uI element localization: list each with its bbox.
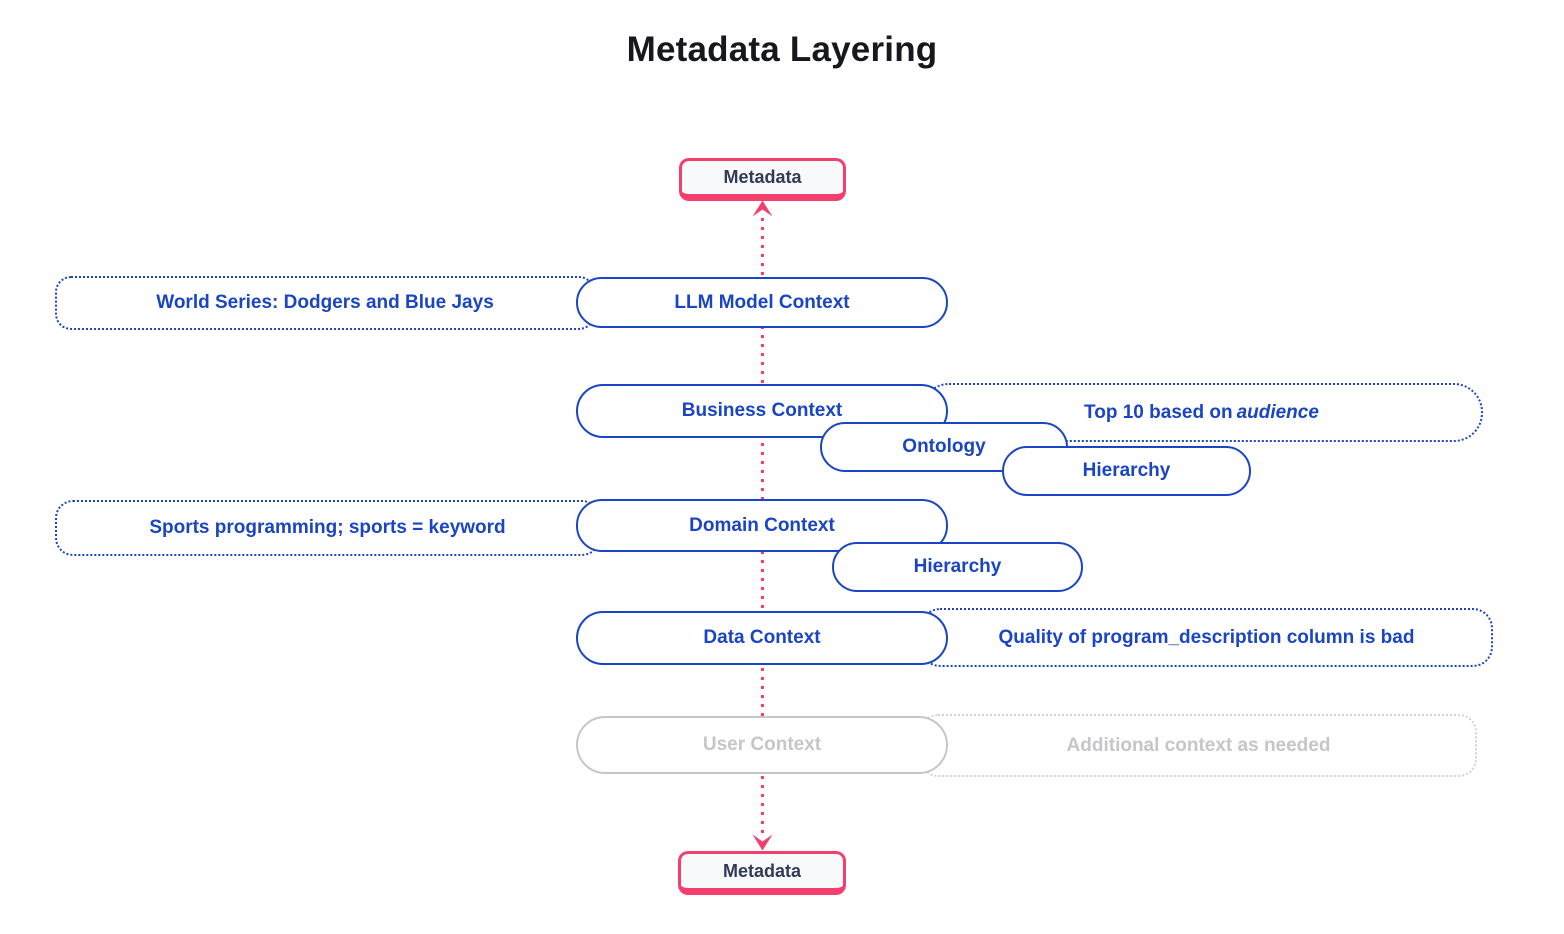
llm-model-context-label: LLM Model Context xyxy=(674,291,850,313)
annotation-audience-italic: audience xyxy=(1236,401,1319,423)
annotation-quality-label: Quality of program_description column is… xyxy=(998,626,1415,648)
annotation-world-series: World Series: Dodgers and Blue Jays xyxy=(55,276,595,330)
metadata-top-label: Metadata xyxy=(723,167,802,187)
hierarchy-domain-label: Hierarchy xyxy=(913,556,1002,577)
annotation-sports-label: Sports programming; sports = keyword xyxy=(149,517,506,538)
user-context-label: User Context xyxy=(702,734,822,755)
annotation-additional-context: Additional context as needed xyxy=(920,714,1477,777)
business-context-label: Business Context xyxy=(681,400,843,421)
domain-context-label: Domain Context xyxy=(689,514,835,536)
page-title: Metadata Layering xyxy=(626,30,938,69)
annotation-world-series-label: World Series: Dodgers and Blue Jays xyxy=(156,292,494,313)
metadata-box-bottom: Metadata xyxy=(678,851,846,895)
annotation-additional-label: Additional context as needed xyxy=(1066,734,1331,756)
context-box-domain: Domain Context xyxy=(576,499,948,552)
arrow-up-icon xyxy=(752,200,773,217)
metadata-bottom-label: Metadata xyxy=(722,860,802,881)
context-box-user: User Context xyxy=(576,716,948,774)
arrow-down-icon xyxy=(752,834,773,851)
ontology-label: Ontology xyxy=(902,436,986,457)
hierarchy-business-label: Hierarchy xyxy=(1082,460,1171,481)
context-box-llm-model: LLM Model Context xyxy=(576,277,948,328)
annotation-quality-program-description: Quality of program_description column is… xyxy=(920,608,1493,667)
sub-box-hierarchy-domain: Hierarchy xyxy=(832,542,1083,592)
metadata-box-top: Metadata xyxy=(679,158,846,201)
context-box-data: Data Context xyxy=(576,611,948,665)
annotation-sports-programming: Sports programming; sports = keyword xyxy=(55,500,600,556)
data-context-label: Data Context xyxy=(703,627,821,648)
sub-box-hierarchy-business: Hierarchy xyxy=(1002,446,1251,496)
annotation-top-10-label: Top 10 based on xyxy=(1084,401,1233,423)
